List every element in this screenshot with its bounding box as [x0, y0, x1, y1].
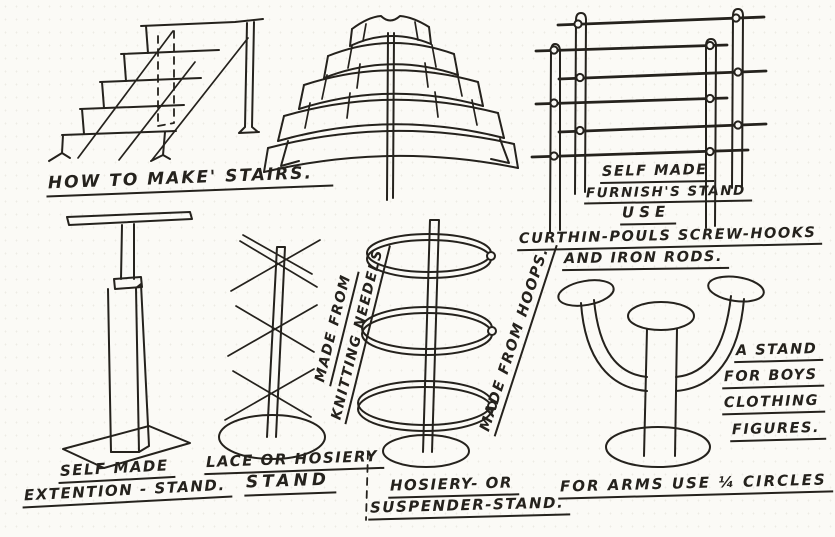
lace-caption-line2: Stand [243, 470, 337, 497]
lace-stand-sketch [218, 234, 326, 460]
suspender-stand-sketch [357, 219, 497, 468]
furnishing-caption-line2: Furnish's Stand [583, 183, 752, 205]
figures-caption-line2: For Boys [721, 367, 824, 390]
stairs-sketch [48, 18, 264, 162]
extension-stand-sketch [62, 211, 193, 469]
furnishing-materials-line2: and Iron Rods. [561, 249, 730, 272]
stairs-hidden-post [157, 30, 175, 127]
knitting-needles [224, 234, 321, 421]
caption-separator-line [365, 451, 369, 521]
figures-caption-line1: A Stand [733, 341, 824, 364]
furnishing-stand-sketch [530, 8, 768, 233]
figures-caption-line4: Figures. [729, 420, 827, 443]
screw-hooks [549, 13, 743, 161]
hoops [357, 233, 497, 432]
figures-stand-sketch [557, 275, 765, 468]
furnishing-caption-line3: Use [619, 203, 677, 226]
furnishing-caption-line1: Self Made [599, 162, 714, 185]
figures-caption-line3: Clothing [721, 393, 826, 416]
curved-tier-stand-sketch [263, 15, 519, 201]
